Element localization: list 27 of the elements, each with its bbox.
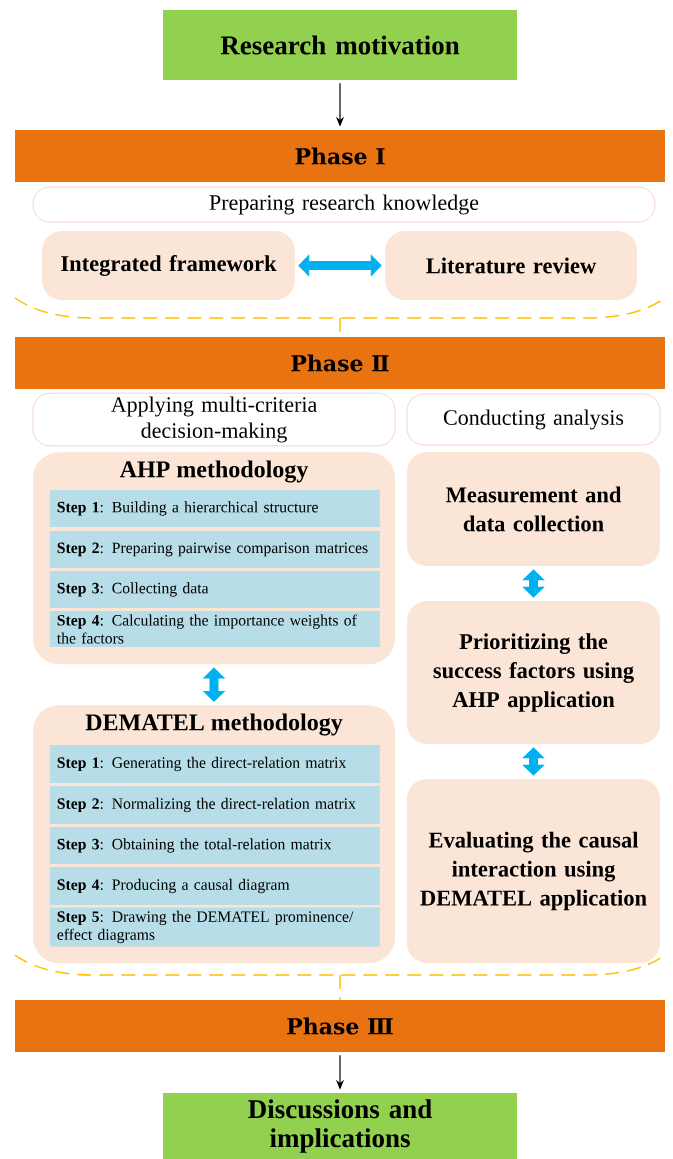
step-box: Step 3: Obtaining the total-relation matrix <box>49 827 380 864</box>
arrow <box>202 667 226 702</box>
node-label: Step 5: Drawing the DEMATEL prominence/ effect diagrams <box>57 910 354 944</box>
arrow <box>522 569 545 598</box>
step-box: Step 1: Building a hierarchical structure <box>49 490 380 527</box>
task-box: Measurement and data collection <box>407 452 660 566</box>
step-box: Step 4: Calculating the importance weights of the factors <box>49 611 380 647</box>
process-box: Research motivation <box>163 10 517 80</box>
stage-pill: Conducting analysis <box>406 393 661 446</box>
task-box: Evaluating the causal interaction using DEMATEL application <box>407 779 660 963</box>
phase-band: Phase Ⅰ <box>15 130 665 182</box>
task-box: Integrated framework <box>42 231 295 300</box>
stage-pill: Preparing research knowledge <box>32 186 656 223</box>
arrow <box>298 254 382 277</box>
stage-pill: Applying multi-criteria decision-making <box>32 392 396 447</box>
step-box: Step 1: Generating the direct-relation matrix <box>49 745 380 783</box>
step-box: Step 3: Collecting data <box>49 571 380 608</box>
phase-band: Phase Ⅱ <box>15 337 665 389</box>
phase-band: Phase Ⅲ <box>15 1000 665 1052</box>
task-box: Literature review <box>385 231 637 300</box>
step-box: Step 2: Preparing pairwise comparison matrices <box>49 531 380 568</box>
task-box: Prioritizing the success factors using AHP application <box>407 601 660 744</box>
process-box: Discussions and implications <box>163 1093 517 1159</box>
step-box: Step 5: Drawing the DEMATEL prominence/ effect diagrams <box>49 907 380 947</box>
step-box: Step 4: Producing a causal diagram <box>49 867 380 905</box>
arrow <box>522 747 545 776</box>
step-box: Step 2: Normalizing the direct-relation matrix <box>49 786 380 824</box>
